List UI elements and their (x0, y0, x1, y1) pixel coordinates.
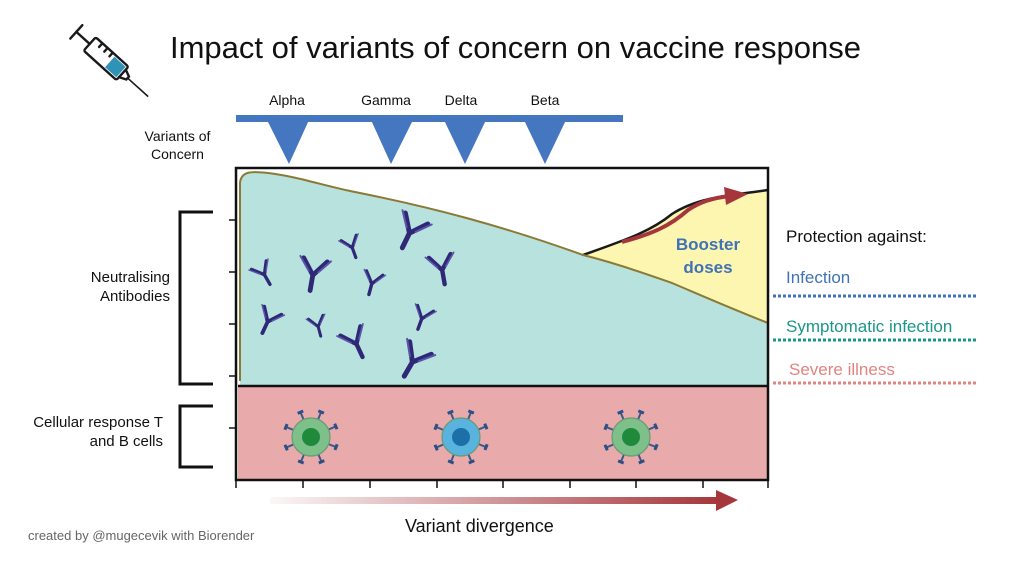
protection-title: Protection against: (786, 227, 927, 246)
antibody-icon (414, 303, 437, 331)
protection-severe-illness: Severe illness (789, 360, 895, 379)
variants-of-concern-label: Variants of Concern (144, 128, 211, 162)
cellular-response-label: Cellular response T and B cells (33, 414, 163, 450)
neutralising-antibodies-label: Neutralising Antibodies (90, 269, 170, 305)
divergence-arrow-head (716, 490, 738, 511)
protection-symptomatic-infection: Symptomatic infection (786, 317, 953, 336)
variant-label-delta: Delta (444, 92, 478, 108)
antibody-icon (363, 268, 387, 297)
antibody-icons (248, 209, 455, 379)
variant-marker-beta (524, 120, 566, 164)
antibody-icon (260, 303, 286, 335)
variant-marker-gamma (371, 120, 413, 164)
x-axis-label: Variant divergence (405, 516, 554, 536)
t-cell-icon (283, 409, 339, 465)
booster-doses-label: Booster doses (675, 235, 741, 277)
protection-infection: Infection (786, 268, 851, 287)
antibody-icon (299, 254, 333, 293)
cellular-bracket (178, 404, 213, 469)
antibody-icon (338, 233, 359, 260)
syringe-icon (69, 23, 149, 97)
divergence-arrow-bar (270, 497, 718, 504)
antibody-curve (239, 171, 769, 381)
cell-icons (283, 409, 659, 465)
neutralising-bracket (178, 210, 213, 386)
antibody-area (240, 172, 768, 386)
variant-label-gamma: Gamma (361, 92, 411, 108)
y-axis-ticks (229, 219, 236, 429)
b-cell-icon (433, 409, 489, 465)
variant-label-alpha: Alpha (269, 92, 305, 108)
booster-arrow-head (724, 187, 748, 205)
booster-arrow (621, 194, 731, 244)
antibody-icon (424, 251, 455, 287)
variant-marker-delta (444, 120, 486, 164)
credit-text: created by @mugecevik with Biorender (28, 528, 255, 543)
antibody-icon (401, 337, 437, 379)
page-title: Impact of variants of concern on vaccine… (170, 30, 861, 65)
variant-marker-alpha (267, 120, 309, 164)
antibody-icon (305, 313, 326, 338)
antibody-icon (248, 258, 272, 287)
antibody-icon (399, 209, 433, 251)
variant-label-beta: Beta (530, 92, 560, 108)
x-axis-ticks (235, 480, 769, 488)
antibody-icon (336, 323, 365, 360)
booster-area (583, 190, 768, 323)
t-cell-icon (603, 409, 659, 465)
variant-bar (236, 115, 623, 122)
